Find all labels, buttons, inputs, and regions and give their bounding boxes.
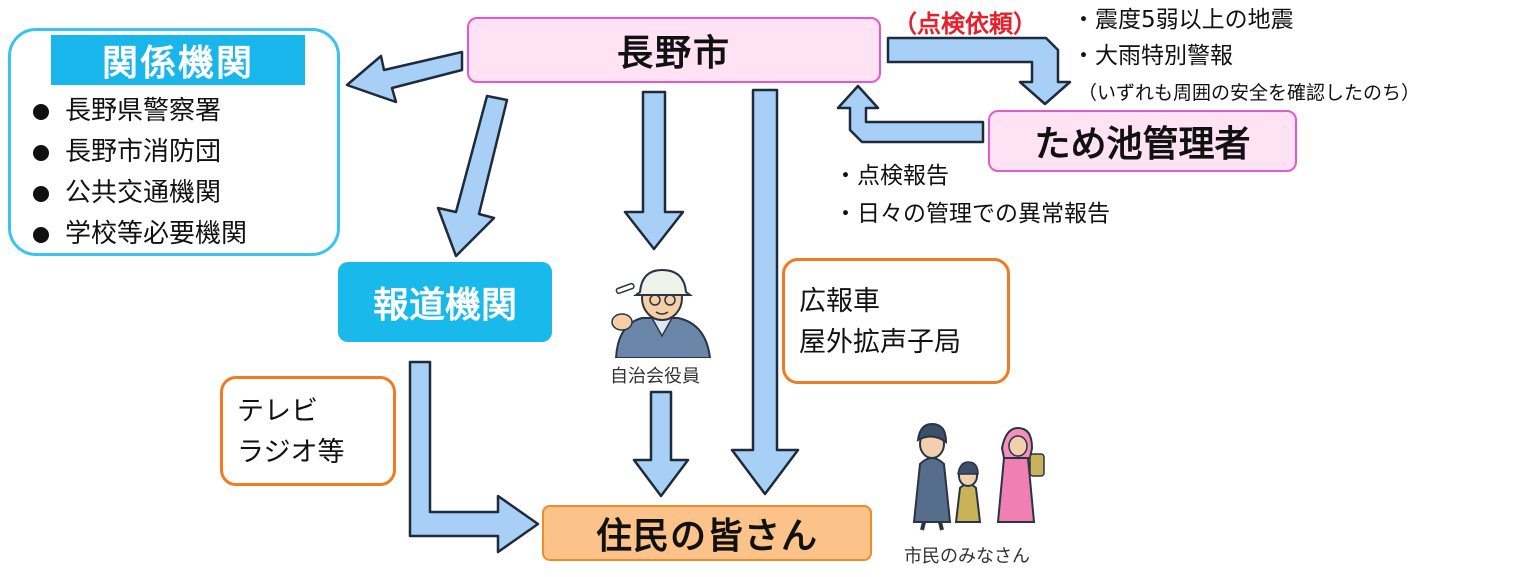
related-agencies-box: 関係機関 長野県警察署 長野市消防団 公共交通機関 学校等必要機関 (8, 28, 340, 256)
bullet-icon (33, 144, 49, 161)
request-item-earthquake: ・震度5弱以上の地震 (1072, 7, 1294, 33)
citizens-caption: 市民のみなさん (904, 546, 1030, 567)
pond-manager-box: ため池管理者 (988, 110, 1297, 172)
arrow-manager-to-city (836, 84, 985, 144)
bullet-icon (33, 226, 49, 243)
agency-label: 長野県警察署 (65, 96, 222, 126)
nagano-city-box: 長野市 (467, 17, 881, 83)
arrow-city-to-residents (730, 88, 800, 496)
pr-loudspeaker: 屋外拡声子局 (799, 327, 961, 358)
request-safety-note: （いずれも周囲の安全を確認したのち） (1078, 82, 1421, 104)
agency-label: 長野市消防団 (65, 137, 222, 167)
residents-label: 住民の皆さん (595, 516, 818, 557)
officer-caption: 自治会役員 (610, 366, 700, 387)
report-item-inspection: ・点検報告 (834, 163, 949, 189)
residents-box: 住民の皆さん (542, 505, 872, 561)
pr-car: 広報車 (799, 286, 880, 317)
citizens-illustration-icon (912, 422, 1045, 531)
agency-item: 長野市消防団 (33, 132, 247, 173)
arrow-press-to-residents (408, 360, 540, 554)
report-item-abnormality: ・日々の管理での異常報告 (834, 201, 1110, 227)
arrow-officer-to-residents (632, 390, 690, 498)
inspection-request-label: （点検依頼） (893, 10, 1037, 38)
press-box: 報道機関 (338, 262, 552, 342)
media-radio: ラジオ等 (237, 437, 345, 468)
agency-item: 公共交通機関 (33, 173, 247, 214)
media-box: テレビ ラジオ等 (220, 376, 396, 486)
agency-label: 学校等必要機関 (65, 219, 248, 249)
request-item-heavy-rain: ・大雨特別警報 (1072, 43, 1233, 69)
agency-label: 公共交通機関 (65, 178, 222, 208)
related-agencies-list: 長野県警察署 長野市消防団 公共交通機関 学校等必要機関 (33, 91, 247, 255)
media-tv: テレビ (237, 396, 318, 427)
agency-item: 学校等必要機関 (33, 214, 247, 255)
officer-illustration-icon (611, 268, 712, 358)
bullet-icon (33, 185, 49, 202)
press-label: 報道機関 (372, 285, 517, 326)
arrow-city-to-manager (886, 36, 1072, 106)
pr-box: 広報車 屋外拡声子局 (782, 258, 1010, 384)
arrow-city-to-agencies (345, 50, 464, 104)
pond-manager-label: ため池管理者 (1034, 124, 1251, 165)
arrow-city-to-officer (623, 90, 685, 251)
nagano-city-label: 長野市 (616, 33, 731, 74)
bullet-icon (33, 103, 49, 120)
related-agencies-title: 関係機関 (51, 35, 305, 85)
agency-item: 長野県警察署 (33, 91, 247, 132)
arrow-city-to-press (436, 94, 509, 258)
